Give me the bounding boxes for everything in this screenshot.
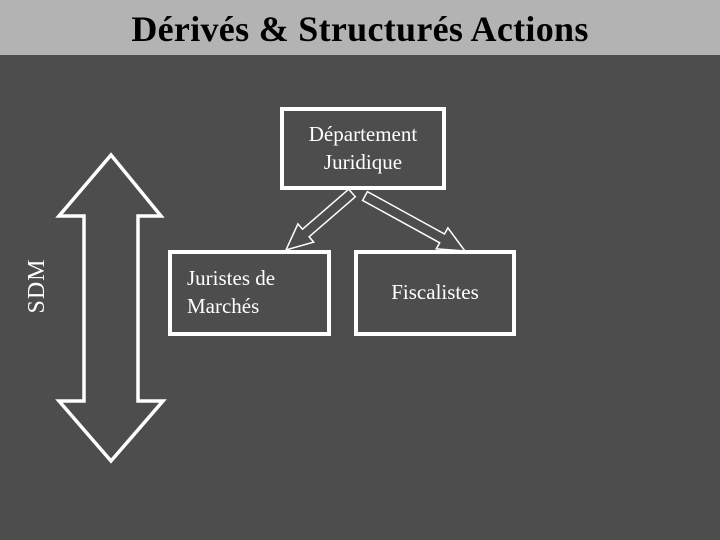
connector-arrow-right (361, 190, 467, 252)
org-box-label: Département Juridique (308, 121, 418, 174)
org-box-label: Fiscalistes (391, 280, 479, 305)
org-box-departement-juridique: Département Juridique (280, 107, 446, 190)
sdm-vertical-label: SDM (24, 258, 50, 314)
connector-arrow-left (284, 188, 357, 252)
title-bar: Dérivés & Structurés Actions (0, 0, 720, 55)
double-headed-vertical-arrow (55, 152, 167, 464)
org-box-fiscalistes: Fiscalistes (354, 250, 516, 336)
slide-title: Dérivés & Structurés Actions (131, 9, 589, 49)
org-box-label: Juristes de Marchés (187, 266, 276, 318)
org-box-juristes-de-marches: Juristes de Marchés (168, 250, 331, 336)
